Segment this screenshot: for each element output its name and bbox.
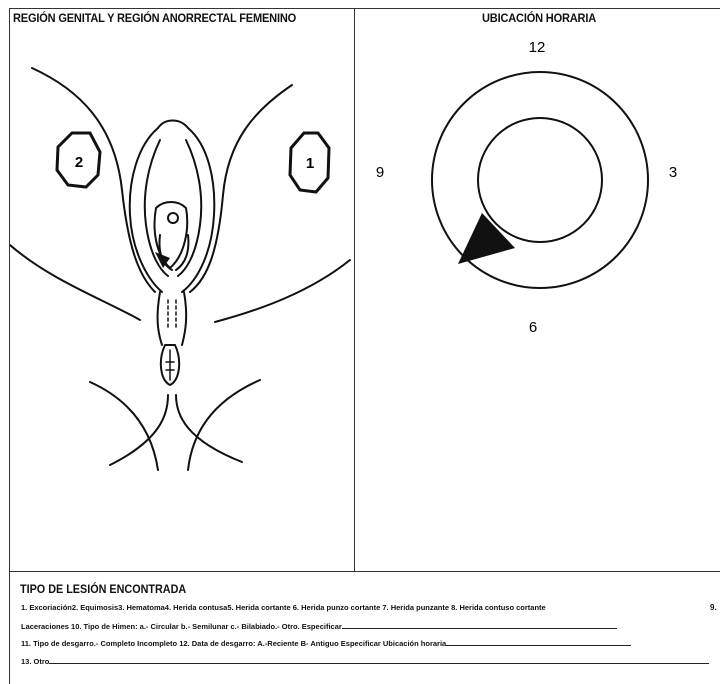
right-lower-contour xyxy=(215,260,350,322)
hymen-specify-blank[interactable] xyxy=(342,621,617,629)
left-buttock-line xyxy=(110,395,168,465)
clock-12-label: 12 xyxy=(529,39,546,56)
hymen-type-text: Laceraciones 10. Tipo de Himen: a.- Circ… xyxy=(21,622,342,631)
lesion-type-section: TIPO DE LESIÓN ENCONTRADA 1. Excoriación… xyxy=(9,571,720,684)
right-thigh-contour xyxy=(190,85,292,292)
other-label: 13. Otro xyxy=(21,657,49,666)
clock-position-diagram: 12 3 6 9 xyxy=(355,30,720,570)
right-panel-title: UBICACIÓN HORARIA xyxy=(482,11,596,25)
labia-majora-left xyxy=(130,128,162,292)
other-blank[interactable] xyxy=(49,656,709,664)
other-line: 13. Otro xyxy=(21,656,709,666)
genital-anorectal-diagram: 2 1 xyxy=(10,30,354,570)
left-lower-contour xyxy=(10,245,140,320)
hymen-type-line: Laceraciones 10. Tipo de Himen: a.- Circ… xyxy=(21,621,617,631)
perineal-raphe xyxy=(168,300,176,330)
left-panel-title: REGIÓN GENITAL Y REGIÓN ANORRECTAL FEMEN… xyxy=(13,11,296,25)
tear-type-line: 11. Tipo de desgarro.- Completo Incomple… xyxy=(21,638,631,648)
lesion-options-line: 1. Excoriación2. Equimosis3. Hematoma4. … xyxy=(21,603,546,612)
right-gluteal-fold xyxy=(188,380,260,470)
clitoral-hood xyxy=(158,121,188,129)
urethral-meatus xyxy=(168,213,178,223)
clock-inner-ring xyxy=(478,118,602,242)
clock-location-blank[interactable] xyxy=(446,638,631,646)
tear-type-text: 11. Tipo de desgarro.- Completo Incomple… xyxy=(21,639,446,648)
perineum-right xyxy=(182,292,186,345)
clock-3-label: 3 xyxy=(669,164,677,181)
clock-9-label: 9 xyxy=(376,164,384,181)
lesion-options-text: 1. Excoriación2. Equimosis3. Hematoma4. … xyxy=(21,603,546,612)
anal-folds xyxy=(166,350,174,380)
marker-1-label: 1 xyxy=(306,155,314,172)
lesion-type-title: TIPO DE LESIÓN ENCONTRADA xyxy=(20,582,186,596)
clock-lesion-marker xyxy=(458,213,515,264)
clock-6-label: 6 xyxy=(529,319,537,336)
labia-minora-right xyxy=(178,140,201,276)
lesion-option-9: 9. xyxy=(710,603,717,612)
marker-2-label: 2 xyxy=(75,154,83,171)
right-buttock-line xyxy=(176,395,242,462)
perineum-left xyxy=(158,292,162,345)
